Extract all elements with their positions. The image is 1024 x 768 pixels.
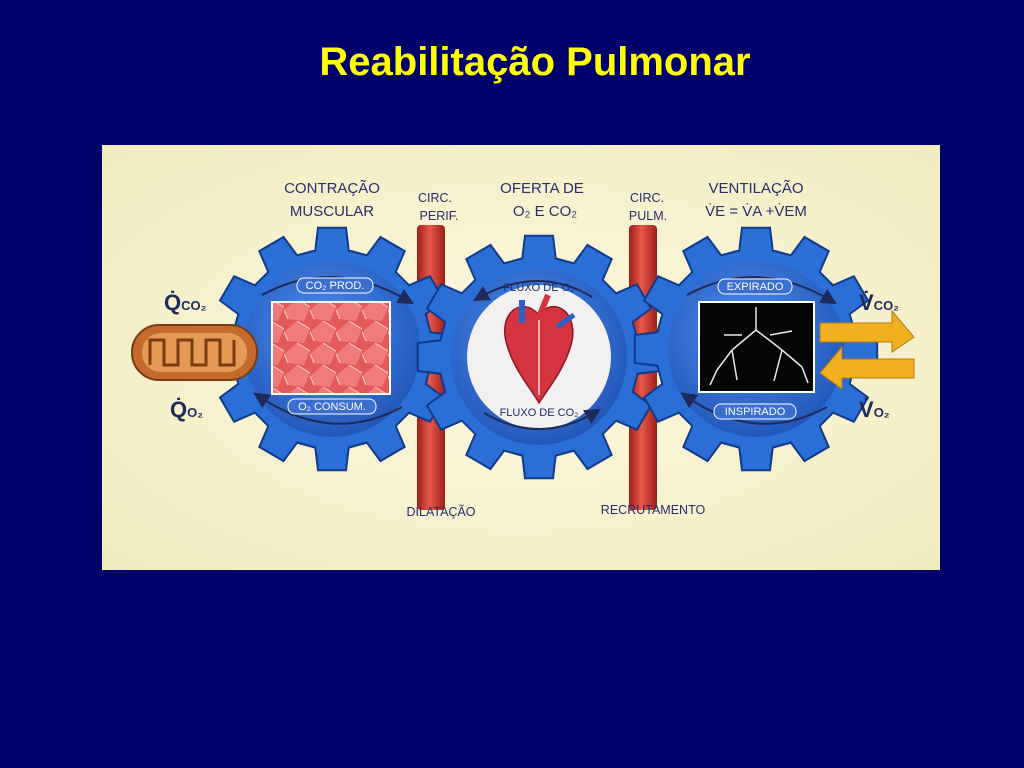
gear1-top-label: CO₂ PROD. (306, 280, 365, 292)
slide-title: Reabilitação Pulmonar (319, 40, 751, 84)
gear3-title-line2: V̇E = V̇A +V̇EM (705, 203, 807, 220)
gear1-title-line1: CONTRAÇÃO (284, 180, 380, 197)
gear1-arc-bottom (253, 392, 403, 425)
gear2-arc-bottom (483, 408, 601, 430)
circ-pulm-line1: CIRC. (630, 191, 664, 205)
gear3-arc-bottom (680, 392, 828, 425)
bronchial-tree-icon (709, 307, 809, 386)
gear2-title-line1: OFERTA DE (500, 180, 584, 197)
gear2-bottom-label: FLUXO DE CO₂ (500, 407, 579, 419)
gear3-bottom-badge (713, 403, 797, 420)
gear2-arc-top (472, 280, 593, 301)
gear1-bottom-label: O₂ CONSUM. (298, 401, 366, 413)
dilatacao-label: DILATAÇÃO (407, 505, 476, 519)
gear2-title-line2: O₂ E CO₂ (513, 203, 577, 220)
exchange-arrows-icon (819, 309, 915, 390)
gear1-bottom-badge (287, 398, 377, 415)
circ-perif-line2: PERIF. (420, 209, 459, 223)
gear3-arc-top (686, 276, 837, 305)
circ-perif-line1: CIRC. (418, 191, 452, 205)
right-flow-bottom: V̇O₂ (859, 397, 890, 422)
left-flow-bottom: Q̇O₂ (170, 397, 203, 422)
muscle-tissue-image (271, 301, 391, 395)
circ-pulm-line2: PULM. (629, 209, 667, 223)
diagram-panel: CO₂ PROD. O₂ CONSUM. FLUXO DE O₂ FLUXO D… (102, 145, 940, 570)
gear1-title-line2: MUSCULAR (290, 203, 374, 220)
mitochondrion-icon (131, 324, 258, 381)
heart-icon (504, 293, 576, 405)
gear2-top-label: FLUXO DE O₂ (504, 282, 575, 294)
gear3-top-badge (717, 278, 793, 295)
gear1-top-badge (296, 277, 374, 294)
right-flow-top: V̇CO₂ (859, 290, 899, 315)
gear3-title-line1: VENTILAÇÃO (708, 180, 803, 197)
recrutamento-label: RECRUTAMENTO (601, 503, 706, 517)
gear3-top-label: EXPIRADO (727, 281, 784, 293)
left-flow-top: Q̇CO₂ (164, 290, 207, 315)
gear1-arc-top (261, 276, 414, 304)
gear3-bottom-label: INSPIRADO (725, 406, 786, 418)
